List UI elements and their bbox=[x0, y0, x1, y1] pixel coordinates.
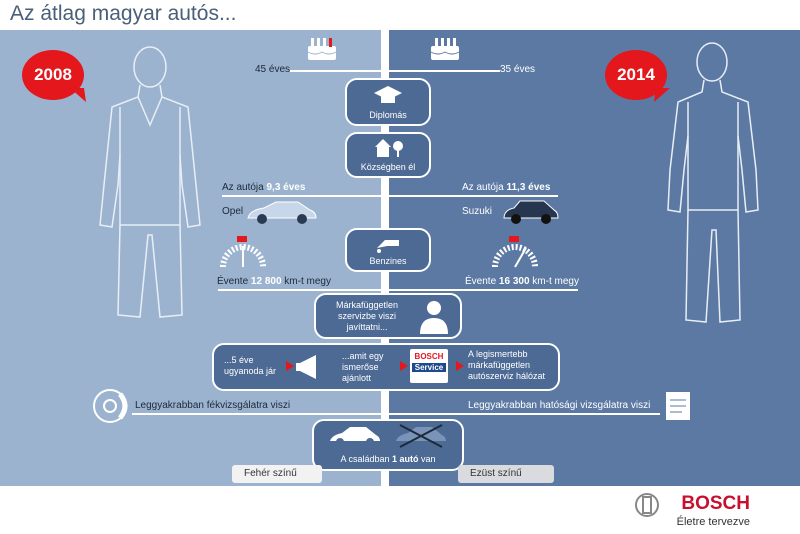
service-detail-box: ...5 éve ugyanoda jár ...amit egy ismerő… bbox=[212, 343, 560, 391]
service-box: Márkafüggetlen szervizbe viszi javíttatn… bbox=[314, 293, 462, 339]
car-icon bbox=[330, 427, 380, 446]
arrow-right-icon bbox=[286, 361, 294, 371]
man-2014-illustration bbox=[667, 42, 759, 323]
footer bbox=[0, 486, 800, 534]
color-2014: Ezüst színű bbox=[470, 468, 522, 479]
white-color-swatch bbox=[232, 465, 322, 483]
fuel-box: Benzines bbox=[345, 228, 431, 272]
speedometer-icon bbox=[220, 236, 266, 268]
man-2008-illustration bbox=[99, 46, 201, 318]
village-label: Községben él bbox=[360, 162, 416, 172]
crossed-car-icon bbox=[396, 424, 446, 448]
opel-car-icon bbox=[247, 201, 317, 224]
fuel-nozzle-icon bbox=[377, 240, 399, 253]
service-label: Márkafüggetlen szervizbe viszi javíttatn… bbox=[335, 300, 399, 332]
brand-2014: Suzuki bbox=[462, 206, 493, 217]
birthday-cake-icon bbox=[307, 38, 337, 60]
bubble-tail-left bbox=[70, 88, 86, 102]
bosch-brand: BOSCH bbox=[681, 493, 750, 514]
inspection-document-icon bbox=[666, 392, 690, 420]
km-2008: Évente 12 800 km-t megy bbox=[217, 276, 331, 287]
inspection-2014: Leggyakrabban hatósági vizsgálatra viszi bbox=[468, 400, 651, 411]
year-2008-badge: 2008 bbox=[22, 50, 84, 100]
arrow-right-icon bbox=[400, 361, 408, 371]
speedometer-icon bbox=[492, 236, 538, 268]
bosch-service-logo: BOSCH Service bbox=[410, 349, 448, 383]
family-car-box: A családban 1 autó van bbox=[312, 419, 464, 471]
brand-2008: Opel bbox=[222, 206, 244, 217]
fuel-label: Benzines bbox=[369, 256, 407, 266]
family-car-label: A családban 1 autó van bbox=[340, 454, 436, 464]
mechanic-icon bbox=[420, 301, 448, 334]
brake-disc-icon bbox=[93, 389, 128, 423]
birthday-cake-icon bbox=[430, 38, 460, 60]
inspection-2008: Leggyakrabban fékvizsgálatra viszi bbox=[135, 400, 291, 411]
age-2008: 45 éves bbox=[255, 64, 291, 75]
bosch-slogan: Életre tervezve bbox=[676, 516, 750, 528]
km-divider bbox=[218, 289, 578, 291]
bosch-armature-logo-icon bbox=[635, 493, 659, 517]
inspection-divider bbox=[132, 413, 660, 415]
bubble-tail-right bbox=[654, 88, 670, 102]
car-age-2008: Az autója 9,3 éves bbox=[222, 182, 306, 193]
panel-2014 bbox=[385, 30, 800, 486]
color-2008: Fehér színű bbox=[244, 468, 297, 479]
arrow-right-icon bbox=[456, 361, 464, 371]
age-divider bbox=[290, 70, 500, 72]
service-recommendation-text: ...amit egy ismerőse ajánlott bbox=[342, 351, 384, 383]
diploma-label: Diplomás bbox=[369, 110, 407, 120]
silver-color-swatch bbox=[458, 465, 554, 483]
km-2014: Évente 16 300 km-t megy bbox=[465, 276, 579, 287]
car-age-divider bbox=[222, 195, 558, 197]
megaphone-icon bbox=[296, 355, 316, 379]
service-loyalty-text: ...5 éve ugyanoda jár bbox=[224, 355, 277, 376]
car-age-2014: Az autója 11,3 éves bbox=[462, 182, 551, 193]
panel-2008 bbox=[0, 30, 385, 486]
graduation-cap-icon bbox=[374, 86, 402, 103]
diploma-box: Diplomás bbox=[345, 78, 431, 126]
age-2014: 35 éves bbox=[500, 64, 536, 75]
house-tree-icon bbox=[375, 139, 403, 157]
service-network-text: A legismertebb márkafüggetlen autószervi… bbox=[468, 349, 546, 381]
page-title: Az átlag magyar autós... bbox=[10, 2, 237, 25]
suzuki-car-icon bbox=[503, 200, 559, 224]
village-box: Községben él bbox=[345, 132, 431, 178]
